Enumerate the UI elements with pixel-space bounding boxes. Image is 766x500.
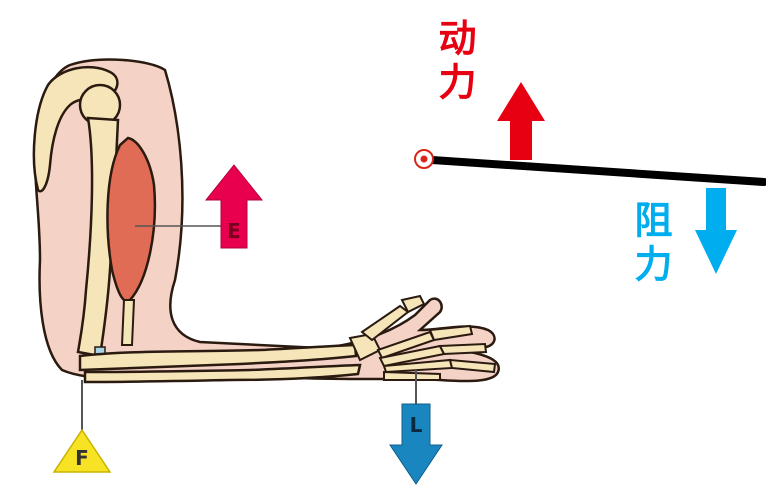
lever-schematic xyxy=(414,82,766,274)
load-arrow-icon: L xyxy=(389,403,443,485)
resistance-down-arrow-icon xyxy=(695,188,737,274)
radius-bone xyxy=(78,343,358,372)
effort-letter: E xyxy=(227,219,241,243)
fulcrum-triangle-icon: F xyxy=(52,428,112,473)
hand-bones xyxy=(348,294,497,381)
ulna-bone xyxy=(83,363,362,384)
load-letter: L xyxy=(410,413,423,437)
lever-bar xyxy=(428,156,766,186)
fulcrum-letter: F xyxy=(75,446,89,470)
effort-up-arrow-icon xyxy=(497,82,545,160)
effort-arrow-icon: E xyxy=(204,164,264,249)
biceps-tendon xyxy=(120,299,136,346)
resistance-label: 阻力 xyxy=(628,200,672,288)
effort-label: 动力 xyxy=(432,18,476,106)
pivot-icon xyxy=(414,149,434,169)
arm-illustration xyxy=(32,58,500,432)
scapula xyxy=(32,65,119,193)
